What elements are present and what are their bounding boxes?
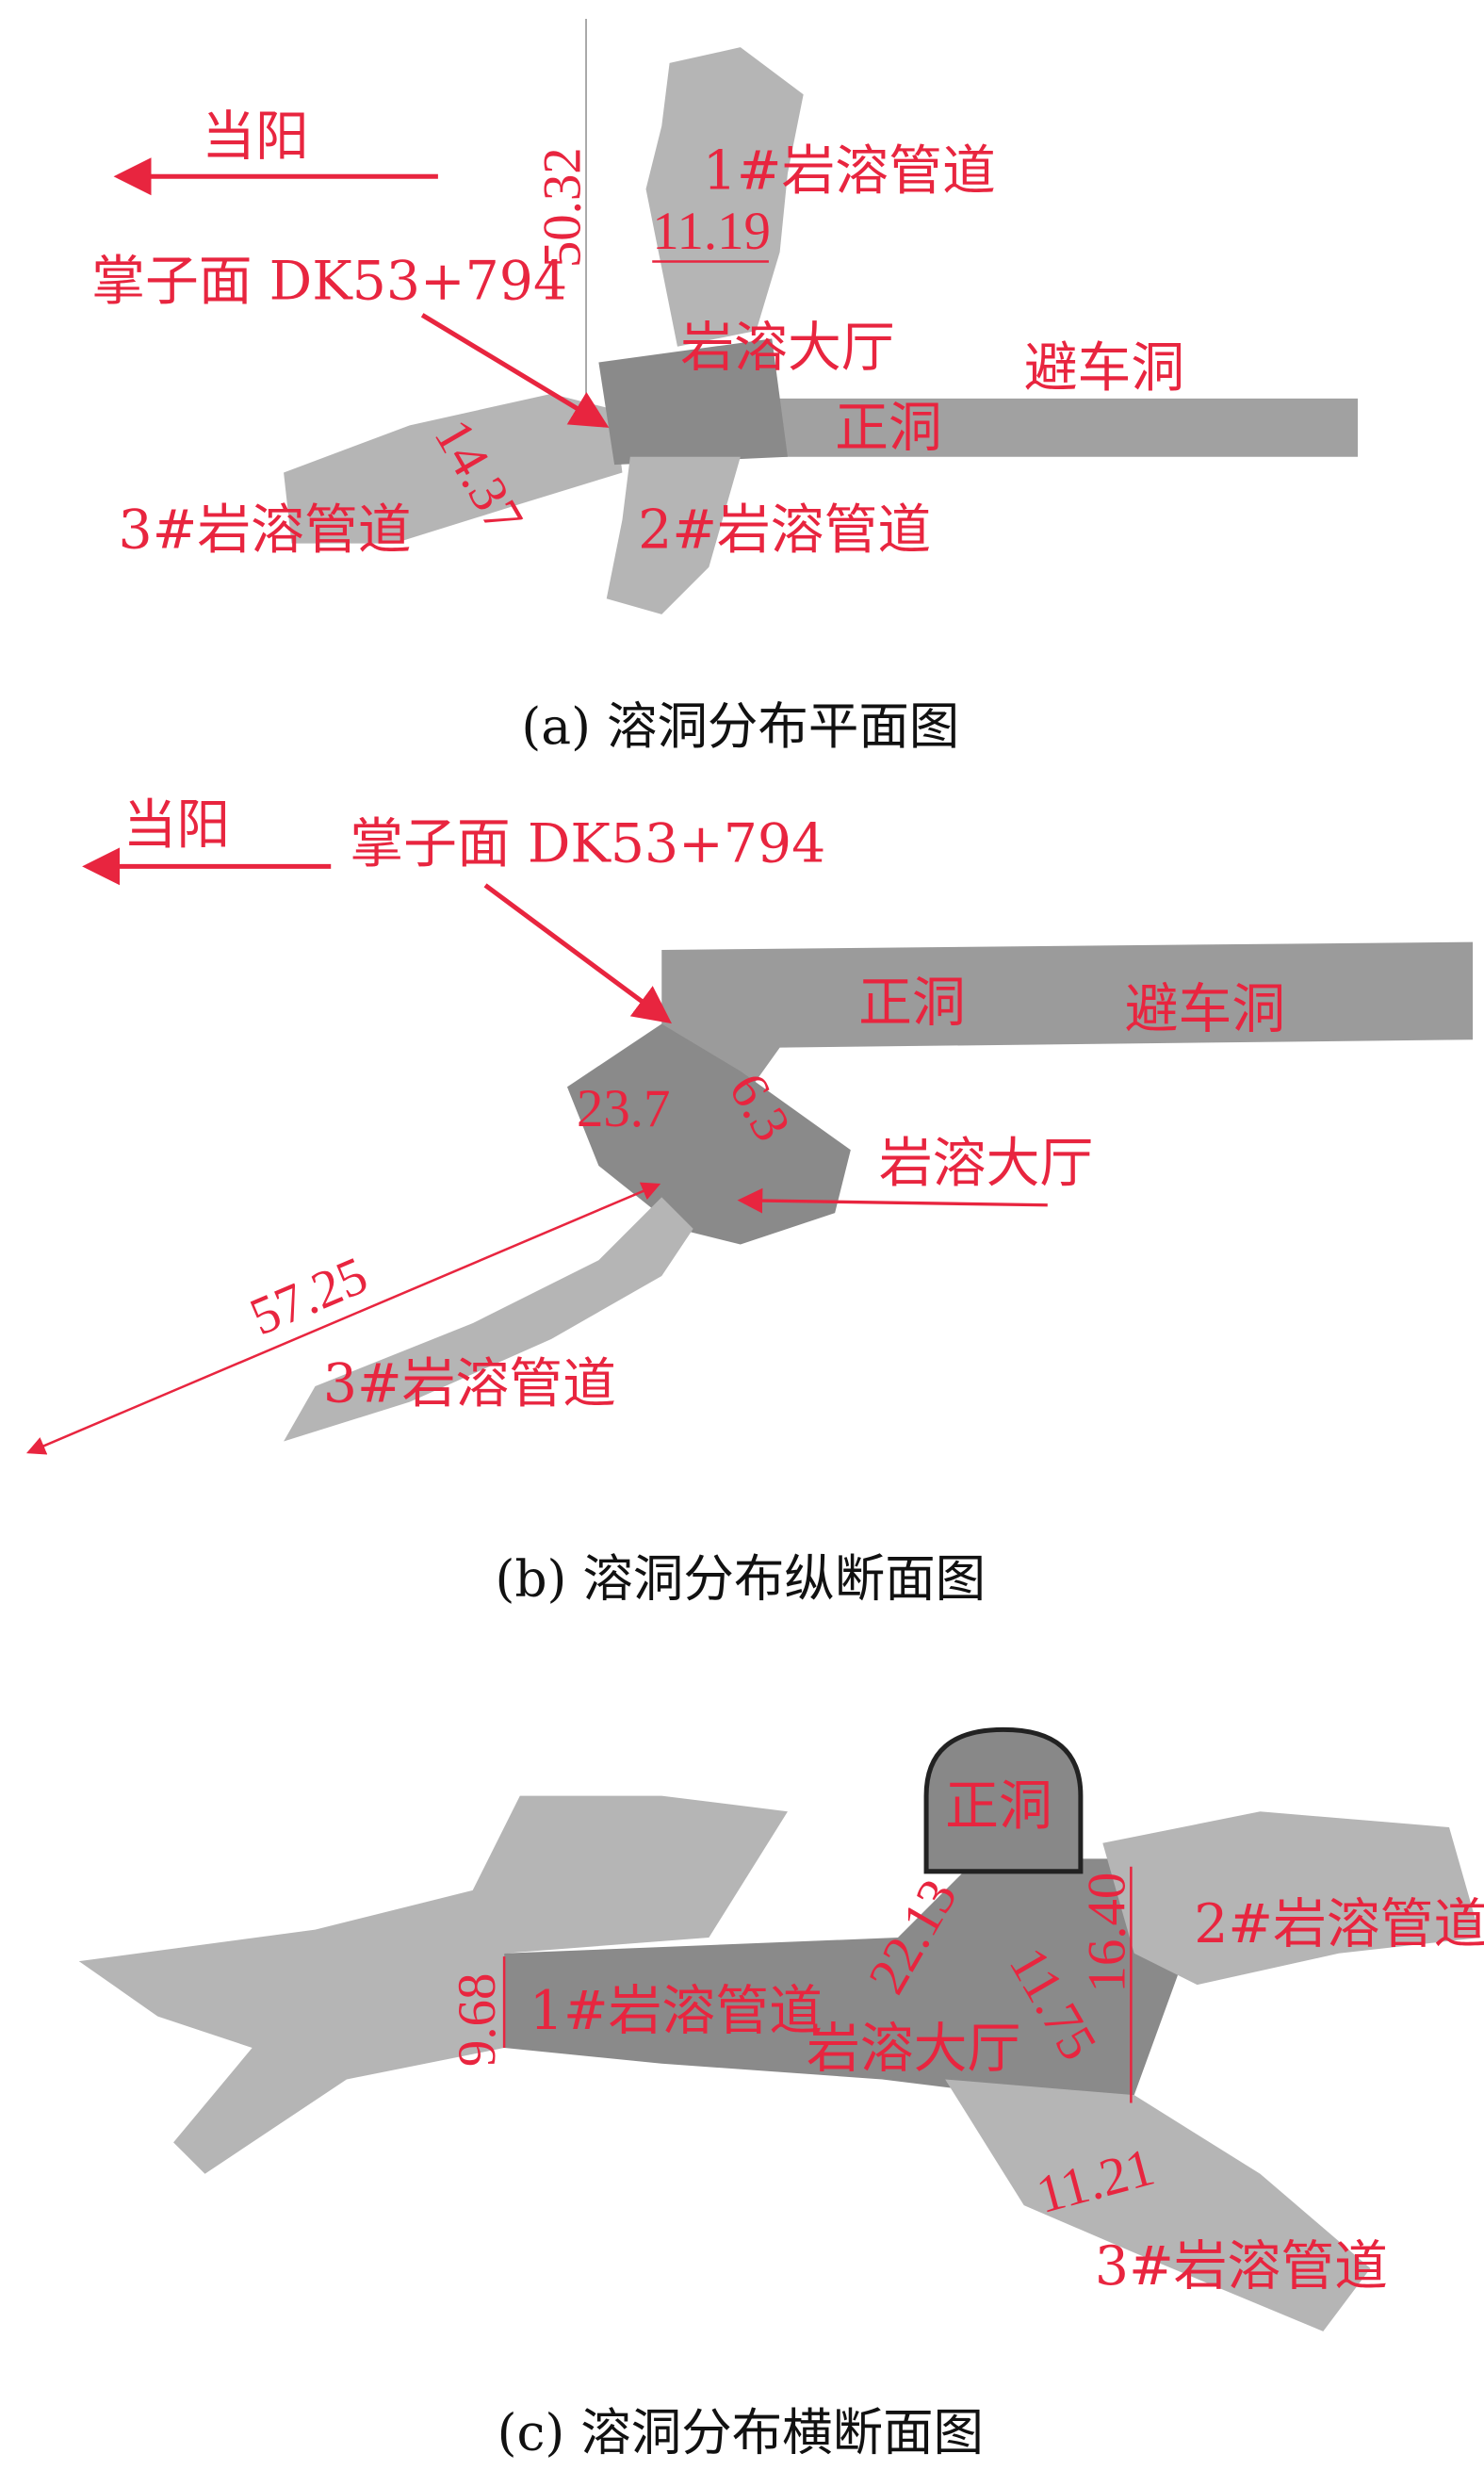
- face-arrow: [420, 313, 610, 428]
- main-tunnel-shape: [923, 1726, 1084, 1874]
- main-tunnel-shape: [614, 398, 1359, 457]
- panel-b-longitudinal-section: 当阳 掌子面 DK53+794 正洞 避车洞 23.7 6.3 岩溶大厅 57.…: [25, 793, 1474, 1608]
- dim-line-length: [25, 1182, 661, 1455]
- dim-w1: 9.68: [448, 1973, 507, 2067]
- conduit-3-shape: [284, 393, 623, 544]
- conduit3-label: 3#岩溶管道: [323, 1353, 616, 1415]
- face-label: 掌子面 DK53+794: [91, 251, 567, 313]
- main-tunnel-shape: [661, 941, 1474, 1104]
- refuge-label: 避车洞: [1024, 337, 1184, 400]
- dim-d1: 23.7: [577, 1079, 670, 1138]
- hall-label: 岩溶大厅: [680, 317, 894, 379]
- face-arrow: [483, 883, 672, 1024]
- main-label: 正洞: [945, 1775, 1052, 1838]
- dim-h: 16.40: [1078, 1873, 1137, 1993]
- conduit-1-shape: [78, 1795, 788, 2174]
- hall-shape: [504, 1858, 1198, 2096]
- hall-label: 岩溶大厅: [879, 1133, 1093, 1195]
- direction-label: 当阳: [202, 106, 309, 168]
- refuge-label: 避车洞: [1125, 978, 1285, 1040]
- direction-label: 当阳: [123, 793, 231, 856]
- dim-height: 50.32: [532, 147, 592, 268]
- dim-length: 57.25: [241, 1245, 375, 1347]
- panel-c-cross-section: 正洞 2#岩溶管道 16.40 9.68 1#岩溶管道 22.13 11.75 …: [78, 1726, 1484, 2462]
- caption-a: (a) 溶洞分布平面图: [521, 696, 959, 756]
- conduit-3-shape: [945, 2079, 1371, 2331]
- conduit2-label: 2#岩溶管道: [638, 499, 931, 562]
- hall-arrow: [737, 1187, 1048, 1214]
- hall-label: 岩溶大厅: [807, 2018, 1020, 2080]
- conduit3-label: 3#岩溶管道: [1095, 2235, 1388, 2298]
- caption-c: (c) 溶洞分布横断面图: [497, 2402, 984, 2462]
- panel-a-plan-view: 当阳 50.32 1#岩溶管道 11.19 掌子面 DK53+794 岩溶大厅 …: [91, 19, 1359, 756]
- conduit-2-shape: [1102, 1811, 1481, 1986]
- conduit1-label: 1#岩溶管道: [703, 140, 996, 203]
- conduit3-label: 3#岩溶管道: [119, 499, 412, 562]
- conduit-1-shape: [645, 47, 804, 347]
- caption-b: (b) 溶洞分布纵断面图: [495, 1548, 986, 1608]
- conduit-2-shape: [606, 456, 741, 614]
- conduit2-label: 2#岩溶管道: [1194, 1893, 1484, 1955]
- conduit1-label: 1#岩溶管道: [530, 1980, 823, 2042]
- face-label: 掌子面 DK53+794: [350, 812, 825, 875]
- dim-width1: 11.19: [652, 202, 771, 261]
- main-label: 正洞: [835, 397, 942, 459]
- main-label: 正洞: [858, 972, 966, 1034]
